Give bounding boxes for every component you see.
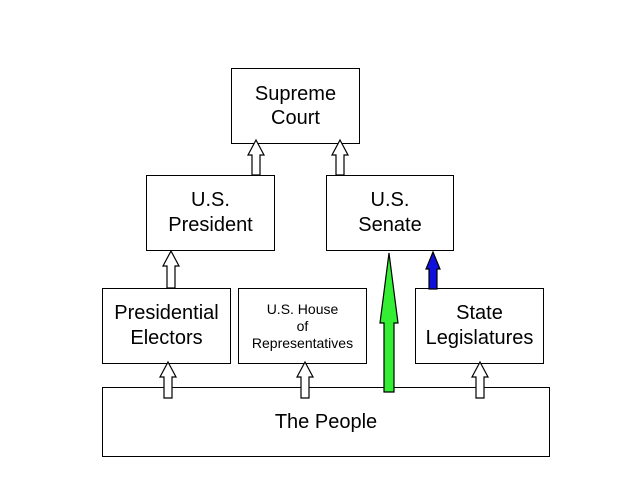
arrow-people-to-house xyxy=(296,360,314,399)
supreme-court-label: Supreme Court xyxy=(254,83,337,129)
supreme-court-box: Supreme Court xyxy=(231,68,360,144)
electors-label: Presidential Electors xyxy=(114,302,219,349)
arrow-electors-to-president xyxy=(162,249,180,289)
electors-box: Presidential Electors xyxy=(102,288,231,364)
president-box: U.S. President xyxy=(146,175,275,251)
house-label: U.S. House of Representatives xyxy=(251,300,354,351)
arrow-senate-to-court xyxy=(331,138,349,176)
people-box: The People xyxy=(102,387,550,457)
arrow-people-to-legislatures xyxy=(471,360,489,399)
arrow-people-to-senate xyxy=(379,252,399,393)
senate-box: U.S. Senate xyxy=(326,175,454,251)
legislatures-label: State Legislatures xyxy=(425,302,534,349)
arrow-legislatures-to-senate xyxy=(425,250,441,290)
arrow-president-to-court xyxy=(247,138,265,176)
people-label: The People xyxy=(274,411,378,433)
senate-label: U.S. Senate xyxy=(358,189,422,236)
president-label: U.S. President xyxy=(168,189,253,236)
house-box: U.S. House of Representatives xyxy=(238,288,367,364)
arrow-people-to-electors xyxy=(159,360,177,399)
legislatures-box: State Legislatures xyxy=(415,288,544,364)
